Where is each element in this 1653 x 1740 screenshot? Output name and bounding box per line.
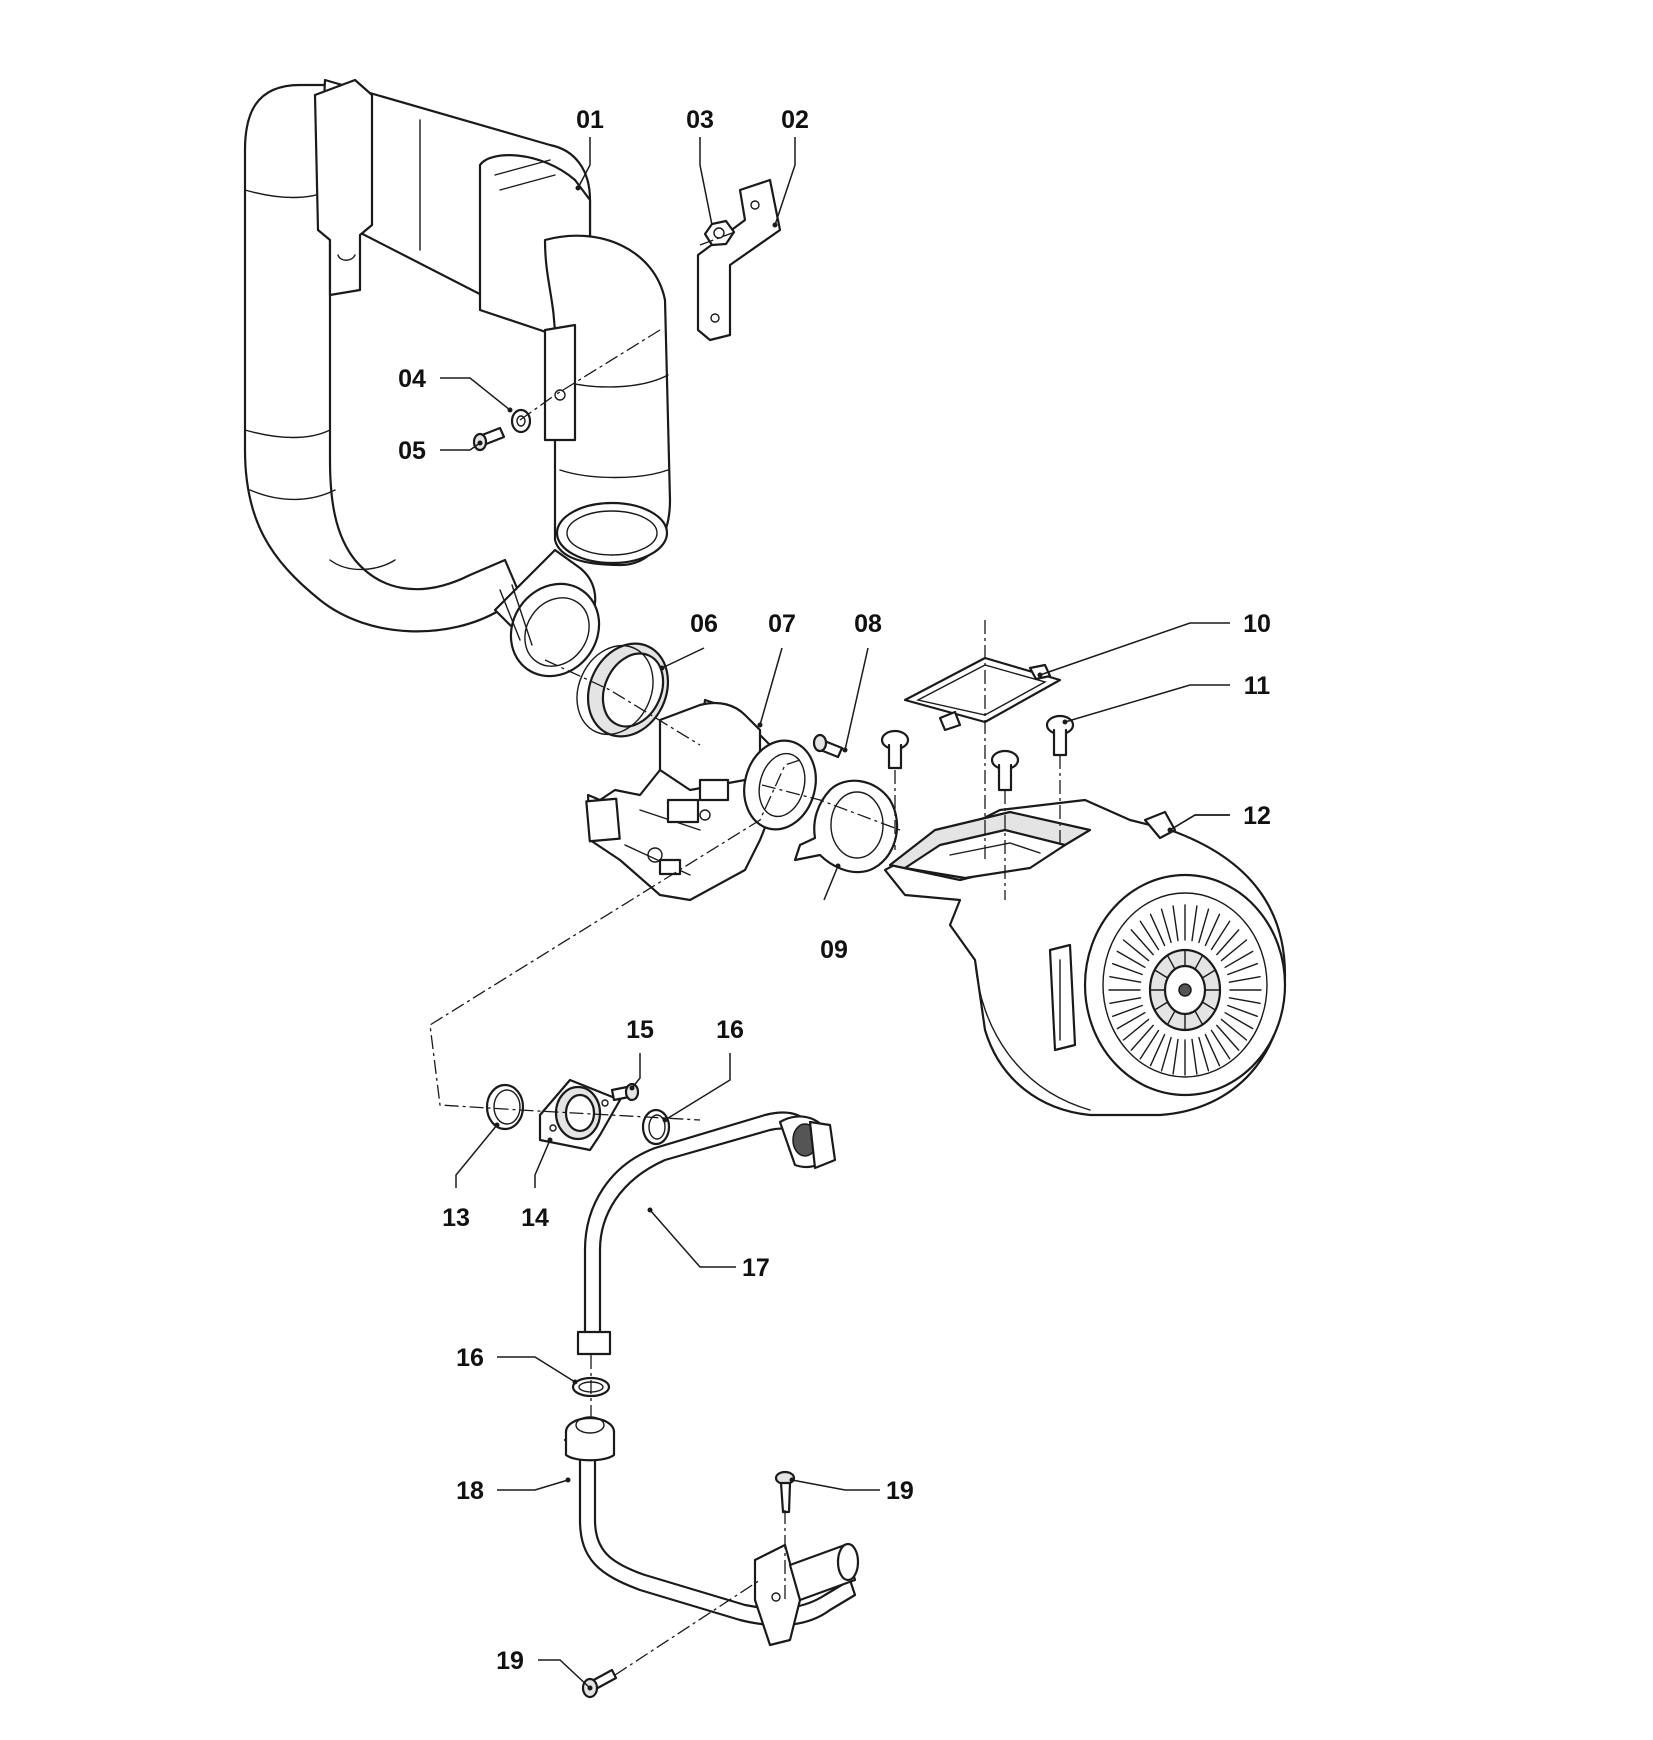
callout-16-upper: 16 <box>716 1016 744 1044</box>
fan-grille-slot <box>1216 929 1240 956</box>
fan-grille-slot <box>1198 908 1210 944</box>
fan-grille-slot <box>1130 929 1154 956</box>
fan-grille-slot <box>1172 905 1179 942</box>
fan-grille-slot <box>1130 1024 1154 1051</box>
callout-08: 08 <box>854 610 882 638</box>
part-02-bracket <box>696 178 782 342</box>
part-09-gasket <box>793 779 899 874</box>
callout-02: 02 <box>781 106 809 134</box>
fan-hub-spoke <box>1166 954 1176 970</box>
fan-grille-slot <box>1220 1018 1248 1041</box>
fan-grille-slot <box>1160 1036 1172 1072</box>
callout-05: 05 <box>398 437 426 465</box>
fan-grille-slot <box>1109 997 1142 1004</box>
callout-04: 04 <box>398 365 426 393</box>
fan-grille-slot <box>1224 950 1254 968</box>
fan-grille-slot <box>1172 1038 1179 1075</box>
fan-grille-slot <box>1198 1036 1210 1072</box>
part-05-screw <box>472 426 506 452</box>
fan-grille-slot <box>1122 1018 1150 1041</box>
callout-17: 17 <box>742 1254 770 1282</box>
fan-hub-spoke <box>1201 1001 1217 1011</box>
part-08-screw <box>812 733 844 759</box>
part-15-screw <box>610 1082 640 1102</box>
fan-grille-slot <box>1111 963 1143 976</box>
fan-grille-slot <box>1204 913 1221 947</box>
fan-grille-slot <box>1160 908 1172 944</box>
fan-hub-spoke <box>1201 969 1217 979</box>
fan-grille-slot <box>1228 997 1261 1004</box>
fan-grille-slot <box>1216 1024 1240 1051</box>
callout-16-lower: 16 <box>456 1344 484 1372</box>
fan-hub-spoke <box>1194 1010 1204 1026</box>
fan-grille-slot <box>1227 1004 1259 1017</box>
fan-grille-slot <box>1204 1033 1221 1067</box>
callout-09: 09 <box>820 936 848 964</box>
fan-hub-spoke <box>1153 1001 1169 1011</box>
callout-10: 10 <box>1243 610 1271 638</box>
part-19-screw-lower <box>581 1668 618 1699</box>
fan-grille-slot <box>1228 976 1261 983</box>
assembly-axes <box>429 231 1061 1676</box>
fan-hub-spoke <box>1153 969 1169 979</box>
part-10-flat-gasket <box>903 656 1062 732</box>
fan-hub-spoke <box>1166 1010 1176 1026</box>
fan-grille-slot <box>1116 1012 1146 1030</box>
callout-13: 13 <box>442 1204 470 1232</box>
fan-grille-slot <box>1116 950 1146 968</box>
callout-19-upper: 19 <box>886 1477 914 1505</box>
fan-grille-slot <box>1109 976 1142 983</box>
fan-grille-slot <box>1220 939 1248 962</box>
callout-14: 14 <box>521 1204 549 1232</box>
fan-grille-slot <box>1191 1038 1198 1075</box>
fan-grille-slot <box>1149 913 1166 947</box>
fan-grille-slot <box>1149 1033 1166 1067</box>
fan-grille-slot <box>1191 905 1198 942</box>
fan-hub-spoke <box>1194 954 1204 970</box>
part-19-screw-upper <box>774 1470 796 1514</box>
callout-labels: 01 02 03 04 05 06 07 08 09 10 11 12 13 1… <box>398 106 1271 1675</box>
callout-15: 15 <box>626 1016 654 1044</box>
leader-lines <box>440 137 1230 1691</box>
fan-grille-slot <box>1111 1004 1143 1017</box>
callout-18: 18 <box>456 1477 484 1505</box>
fan-grille-slot <box>1210 920 1231 951</box>
fan-grille-slot <box>1224 1012 1254 1030</box>
fan-grille-slot <box>1210 1029 1231 1060</box>
fan-grille-slot <box>1227 963 1259 976</box>
part-06-seal-ring <box>576 642 670 738</box>
part-04-washer <box>510 408 532 434</box>
callout-06: 06 <box>690 610 718 638</box>
part-07-gas-valve <box>585 698 817 902</box>
callout-07: 07 <box>768 610 796 638</box>
part-11-screws <box>880 714 1075 792</box>
part-12-fan <box>883 798 1287 1117</box>
callout-03: 03 <box>686 106 714 134</box>
fan-grille-slot <box>1122 939 1150 962</box>
fan-grille-slot <box>1139 1029 1160 1060</box>
callout-19-lower: 19 <box>496 1647 524 1675</box>
callout-11: 11 <box>1244 672 1271 700</box>
callout-01: 01 <box>576 106 604 134</box>
part-01-air-intake-silencer <box>243 78 672 678</box>
callout-12: 12 <box>1243 802 1271 830</box>
part-17-gas-pipe <box>576 1111 837 1356</box>
part-16-washer-upper <box>641 1108 671 1146</box>
part-13-o-ring <box>485 1083 525 1131</box>
part-18-pipe <box>563 1416 860 1647</box>
fan-grille-slot <box>1139 920 1160 951</box>
